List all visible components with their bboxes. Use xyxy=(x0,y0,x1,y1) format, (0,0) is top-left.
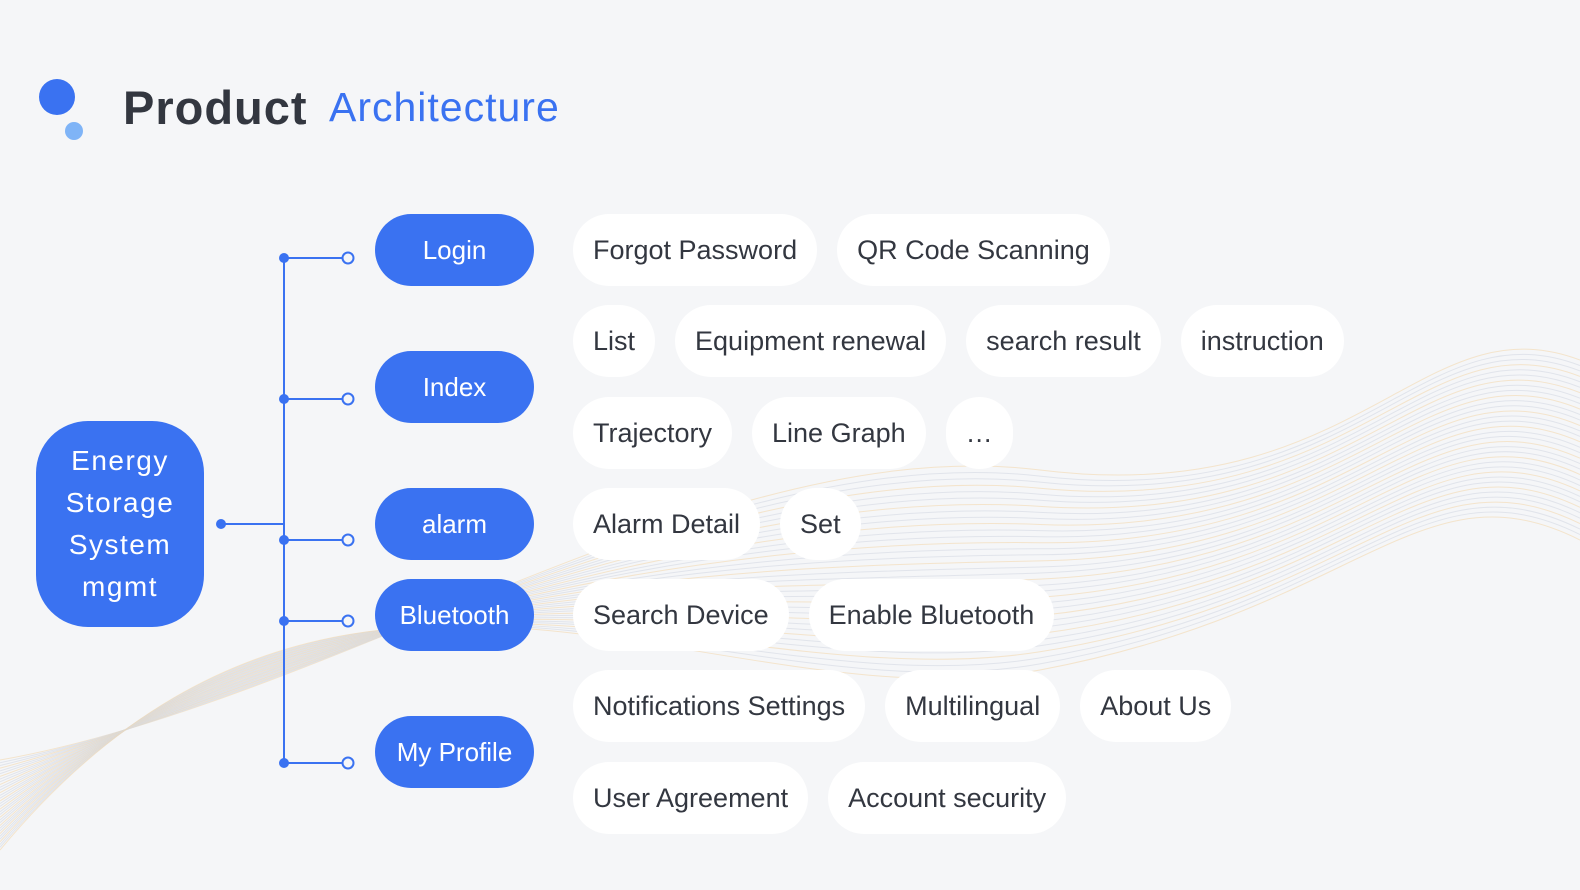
module-node: Index xyxy=(375,351,534,423)
wave-line xyxy=(0,374,1580,775)
decor-dot-small xyxy=(65,122,83,140)
wave-line xyxy=(0,369,1580,772)
feature-row: Notifications Settings Multilingual About … xyxy=(573,670,1232,742)
feature-row: Forgot Password QR Code Scanning xyxy=(573,214,1110,286)
wave-line xyxy=(0,389,1580,783)
feature-chip: Multilingual xyxy=(885,670,1061,742)
wave-line xyxy=(0,415,1580,796)
wave-line xyxy=(0,359,1580,766)
feature-chip: QR Code Scanning xyxy=(837,214,1110,286)
wave-line xyxy=(0,395,1580,785)
page-title: Product xyxy=(123,81,308,134)
wave-line xyxy=(0,354,1580,764)
feature-row: Trajectory Line Graph … xyxy=(573,397,1013,469)
wave-line xyxy=(0,425,1580,802)
wave-line xyxy=(0,364,1580,769)
module-label: Login xyxy=(422,234,487,265)
feature-chip: Notifications Settings xyxy=(573,670,866,742)
feature-row: Alarm Detail Set xyxy=(573,488,861,560)
feature-chip: Line Graph xyxy=(752,397,926,469)
feature-chip: About Us xyxy=(1080,670,1232,742)
feature-chip: Equipment renewal xyxy=(675,305,947,377)
feature-chip: Enable Bluetooth xyxy=(808,579,1055,651)
wave-line xyxy=(0,506,1580,845)
module-node: Bluetooth xyxy=(375,579,534,651)
wave-line xyxy=(0,420,1580,799)
feature-chip: Trajectory xyxy=(573,397,733,469)
feature-chip: Alarm Detail xyxy=(573,488,761,560)
root-node-label: Energy Storage System mgmt xyxy=(65,445,175,602)
module-label: Index xyxy=(422,371,487,402)
module-label: alarm xyxy=(421,508,487,539)
module-node: Login xyxy=(375,214,534,286)
wave-line xyxy=(0,501,1580,843)
feature-chip: instruction xyxy=(1180,305,1344,377)
module-label: Bluetooth xyxy=(399,599,510,630)
wave-line xyxy=(0,379,1580,777)
decor-dot-large xyxy=(39,79,75,115)
feature-chip: Set xyxy=(780,488,861,560)
root-node: Energy Storage System mgmt xyxy=(36,421,204,627)
wave-line xyxy=(0,430,1580,805)
wave-line xyxy=(0,400,1580,788)
module-label: My Profile xyxy=(396,736,513,767)
wave-line xyxy=(0,496,1580,840)
feature-chip: Search Device xyxy=(573,579,789,651)
feature-row: User Agreement Account security xyxy=(573,762,1067,834)
feature-chip: search result xyxy=(966,305,1161,377)
feature-chip: List xyxy=(573,305,656,377)
module-node: alarm xyxy=(375,488,534,560)
wave-line xyxy=(0,405,1580,791)
feature-row: Search Device Enable Bluetooth xyxy=(573,579,1055,651)
wave-line xyxy=(0,436,1580,807)
feature-chip: Account security xyxy=(828,762,1067,834)
feature-chip: … xyxy=(945,397,1013,469)
wave-line xyxy=(0,410,1580,794)
feature-row: List Equipment renewal search result instru… xyxy=(573,305,1344,377)
feature-chip: Forgot Password xyxy=(573,214,818,286)
page-title-accent: Architecture xyxy=(329,84,560,130)
feature-chip: User Agreement xyxy=(573,762,809,834)
module-node: My Profile xyxy=(375,716,534,788)
